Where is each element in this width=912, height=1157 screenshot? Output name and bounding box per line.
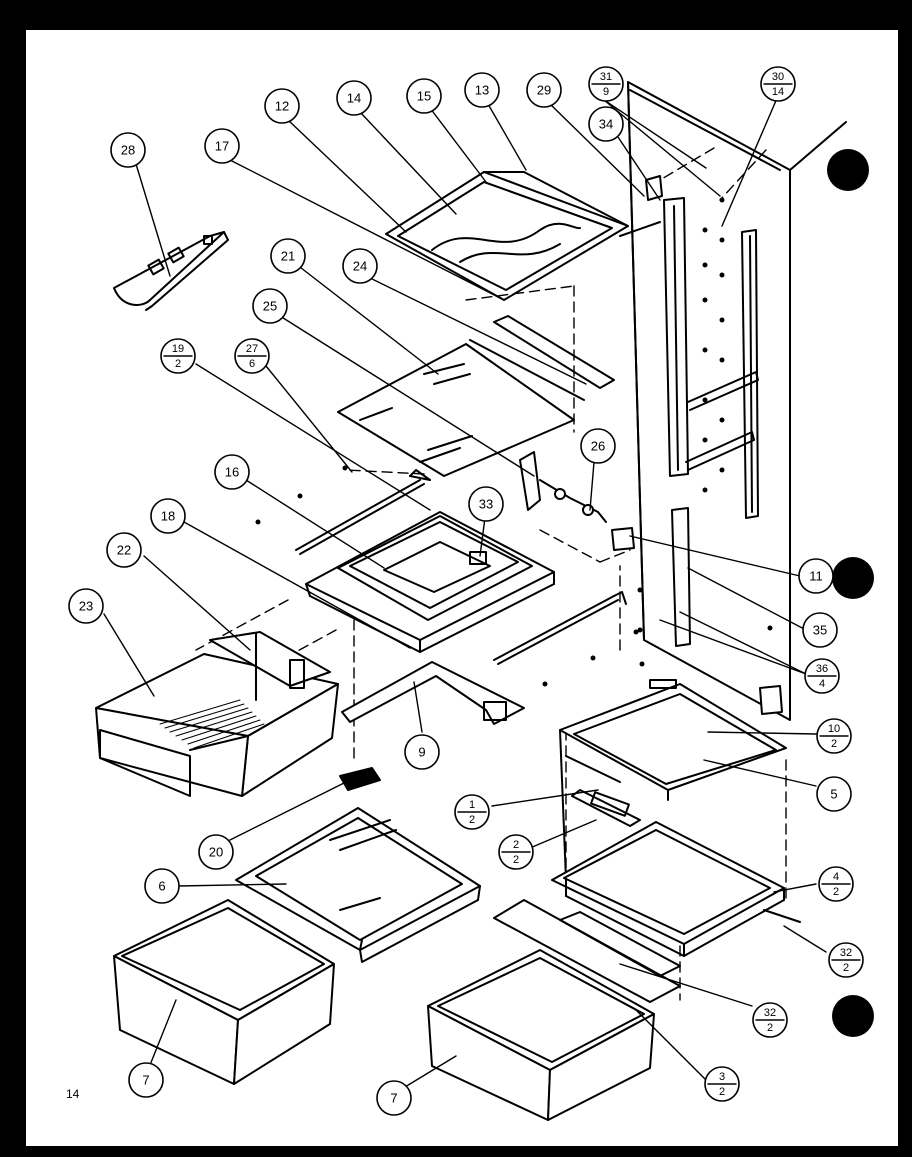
callout-27-bottom: 6	[249, 358, 255, 370]
callout-labels: 28 17 12 14 15 13 29 34 21 24 25 26 16 3…	[79, 82, 838, 1105]
callout-20: 20	[209, 844, 223, 859]
callout-32-lower-bottom: 2	[767, 1022, 773, 1034]
cover-support-bracket	[341, 661, 525, 725]
callout-10-bottom: 2	[831, 738, 837, 750]
callout-10-top: 10	[828, 723, 840, 735]
callout-2-bottom: 2	[513, 854, 519, 866]
callout-14: 14	[347, 90, 361, 105]
callout-13: 13	[475, 82, 489, 97]
callout-29: 29	[537, 82, 551, 97]
pan-cover	[235, 807, 481, 963]
callout-32-upper-bottom: 2	[843, 962, 849, 974]
callout-22: 22	[117, 542, 131, 557]
pan-cover-right	[551, 821, 801, 957]
callout-30-bottom: 14	[772, 86, 784, 98]
callout-16: 16	[225, 464, 239, 479]
callout-32-lower-top: 32	[764, 1007, 776, 1019]
meat-pan-right	[427, 949, 655, 1121]
callout-4-top: 4	[833, 871, 839, 883]
leader-lines	[103, 95, 827, 1091]
shelf-bracket	[113, 231, 229, 311]
callout-6: 6	[158, 878, 165, 893]
callout-31-top: 31	[600, 71, 612, 83]
callout-7-left: 7	[142, 1072, 149, 1087]
callout-18: 18	[161, 508, 175, 523]
fraction-bars	[163, 83, 861, 1085]
callout-3-bottom: 2	[719, 1086, 725, 1098]
callout-32-upper-top: 32	[840, 947, 852, 959]
callout-1-top: 1	[469, 799, 475, 811]
callout-19-top: 19	[172, 343, 184, 355]
callout-21: 21	[281, 248, 295, 263]
callout-12: 12	[275, 98, 289, 113]
callout-28: 28	[121, 142, 135, 157]
callout-19-bottom: 2	[175, 358, 181, 370]
shelf-ladder-rails	[611, 175, 783, 715]
registration-dot-middle	[832, 557, 874, 599]
callout-33: 33	[479, 496, 493, 511]
callout-24: 24	[353, 258, 367, 273]
retainer-clip	[339, 767, 381, 791]
cabinet-liner-panel	[627, 81, 847, 721]
fraction-callout-labels: 31 9 30 14 19 2 27 6 36 4 10 2 1 2 2 2 4…	[172, 71, 852, 1098]
callout-31-bottom: 9	[603, 86, 609, 98]
callout-30-top: 30	[772, 71, 784, 83]
callout-2-top: 2	[513, 839, 519, 851]
shelf-rail	[469, 315, 615, 401]
callout-4-bottom: 2	[833, 886, 839, 898]
callout-17: 17	[215, 138, 229, 153]
callout-36-top: 36	[816, 663, 828, 675]
callout-9: 9	[418, 744, 425, 759]
callout-34: 34	[599, 116, 613, 131]
registration-dot-bottom	[832, 995, 874, 1037]
callout-36-bottom: 4	[819, 678, 825, 690]
drawer-slide-mechanism	[519, 451, 607, 523]
callout-23: 23	[79, 598, 93, 613]
crisper-drawer-assembly	[95, 631, 339, 797]
page-number: 14	[66, 1087, 80, 1101]
trim-strips	[493, 789, 681, 1003]
callout-25: 25	[263, 298, 277, 313]
callout-35: 35	[813, 622, 827, 637]
pan-cover-frame	[305, 469, 555, 653]
callout-7-right: 7	[390, 1090, 397, 1105]
callout-27-top: 27	[246, 343, 258, 355]
callout-5: 5	[830, 786, 837, 801]
registration-dot-top	[827, 149, 869, 191]
callout-15: 15	[417, 88, 431, 103]
callout-26: 26	[591, 438, 605, 453]
callout-3-top: 3	[719, 1071, 725, 1083]
callout-1-bottom: 2	[469, 814, 475, 826]
meat-pan-left	[113, 899, 335, 1085]
callout-11: 11	[809, 568, 823, 583]
right-compartment-housing	[559, 679, 787, 881]
